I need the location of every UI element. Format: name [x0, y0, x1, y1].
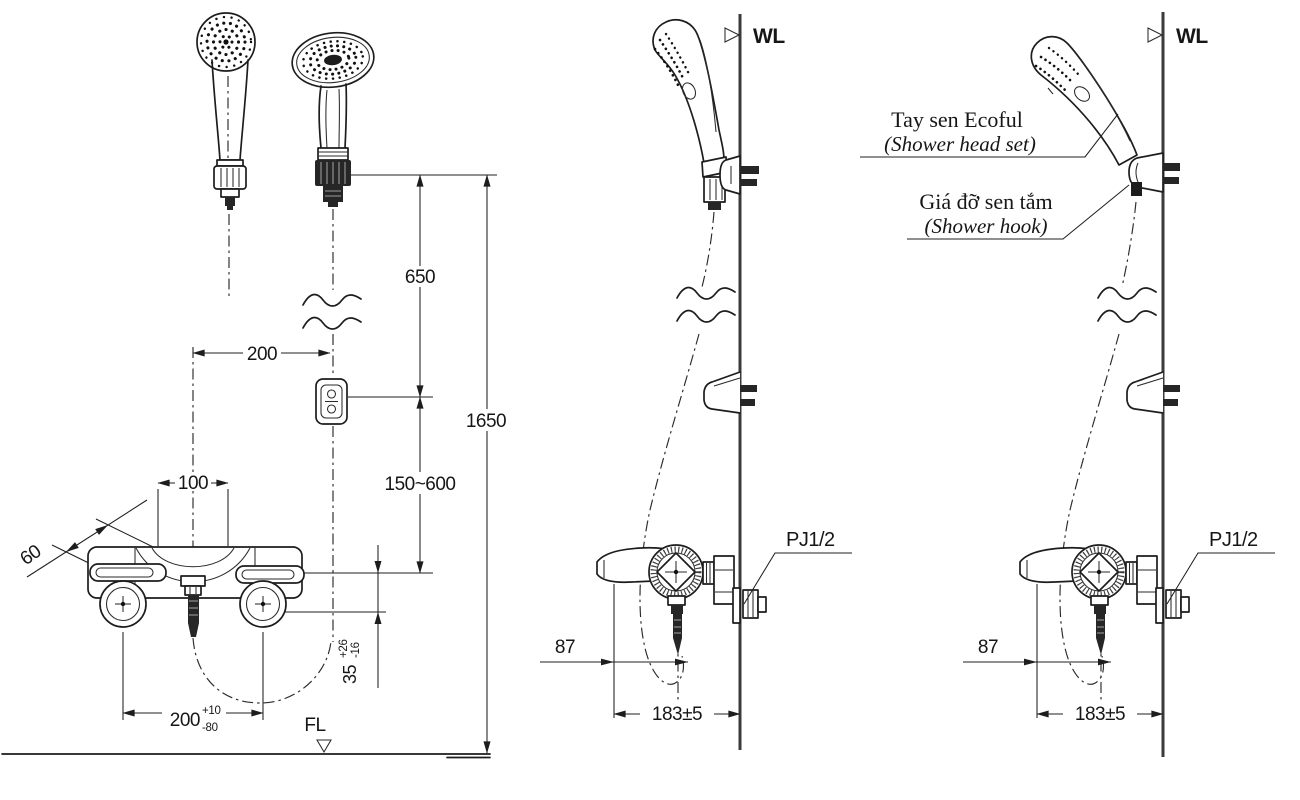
dim-150-600: 150~600 [379, 396, 461, 574]
wall-label: WL [753, 25, 785, 48]
break-symbol [676, 286, 736, 323]
dim-650-label: 650 [405, 267, 435, 288]
pipe-joint-callout: PJ1/2 [743, 529, 852, 605]
dim-valve-pitch-label: 200 [170, 710, 200, 731]
dim-valve-pitch-tol-minus: -80 [202, 722, 218, 734]
dim-87: 87 [963, 584, 1111, 718]
shower-head-front-icon [196, 12, 256, 296]
dim-35-label: 35 [340, 664, 360, 684]
dim-200-offset: 200 [192, 342, 331, 365]
shower-head-callout-vi: Tay sen Ecoful [891, 107, 1023, 132]
pipe-joint-label: PJ1/2 [786, 529, 835, 551]
break-symbol [302, 293, 362, 330]
shower-hose-side [1059, 333, 1120, 685]
wall-level-triangle-icon [724, 27, 741, 43]
side-installation-view: WL [540, 14, 852, 750]
wall-level-triangle-icon [1147, 27, 1164, 43]
dim-hook-range-label: 150~600 [385, 474, 456, 495]
shower-hook-callout-vi: Giá đỡ sen tắm [919, 189, 1052, 214]
shower-hook-front-icon [315, 378, 348, 425]
floor-label: FL [304, 715, 325, 736]
pipe-joint-callout: PJ1/2 [1166, 529, 1275, 605]
mixer-faucet-side-icon [596, 544, 767, 702]
shower-head-side-icon [1030, 35, 1138, 166]
shower-head-callout: Tay sen Ecoful (Shower head set) [860, 107, 1119, 158]
spare-hook-icon [703, 371, 757, 414]
dim-valve-pitch-tol-plus: +10 [202, 705, 221, 717]
spare-hook-icon [1126, 371, 1180, 414]
dim-200-offset-label: 200 [247, 344, 277, 365]
dim-183-label: 183±5 [652, 704, 702, 725]
dim-87-label: 87 [978, 637, 998, 658]
dim-183: 183±5 [613, 702, 741, 725]
mixer-faucet-side-icon [1019, 544, 1190, 702]
dim-183: 183±5 [1036, 702, 1164, 725]
dim-35-tol-plus: +26 [338, 639, 350, 658]
dim-200-pitch: 200 +10 -80 [122, 632, 264, 734]
shower-head-perspective-icon [291, 31, 375, 207]
dim-87-label: 87 [555, 637, 575, 658]
shower-head-callout-en: (Shower head set) [884, 132, 1036, 156]
shower-hook-side-icon [719, 155, 759, 195]
dim-100: 100 [157, 472, 229, 546]
dim-650: 650 [402, 174, 439, 398]
mixer-faucet-front-icon [87, 546, 305, 637]
shower-hook-callout-en: (Shower hook) [924, 214, 1047, 238]
dim-100-label: 100 [178, 473, 208, 494]
shower-hose-side [639, 333, 700, 685]
shower-hook-side-icon [1128, 152, 1180, 196]
shower-hose-front [192, 637, 332, 704]
wall-label: WL [1176, 25, 1208, 48]
floor-line: FL [1, 715, 491, 759]
side-installation-view-labeled: WL [860, 12, 1275, 757]
dim-87: 87 [540, 584, 688, 718]
dim-1650: 1650 [462, 174, 511, 754]
dim-35-tol-minus: -16 [350, 642, 362, 658]
break-symbol [1097, 286, 1157, 323]
dim-1650-label: 1650 [466, 411, 506, 432]
shower-hook-callout: Giá đỡ sen tắm (Shower hook) [907, 184, 1130, 240]
shower-head-side-icon [652, 19, 728, 210]
dim-35: 35 +26 -16 [338, 545, 382, 688]
front-elevation-view: 650 1650 150~600 200 100 [1, 12, 511, 759]
pipe-joint-label: PJ1/2 [1209, 529, 1258, 551]
dim-60-label: 60 [17, 541, 46, 570]
dim-183-label: 183±5 [1075, 704, 1125, 725]
floor-level-triangle-icon [316, 739, 332, 754]
